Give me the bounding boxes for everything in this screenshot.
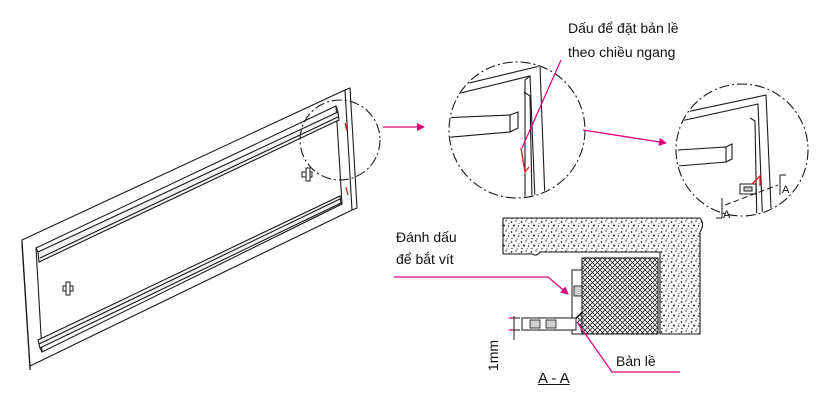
screw-note-line1: Đánh dấu (396, 229, 457, 245)
detail-view-3 (675, 83, 809, 219)
screw-mark-icon (62, 167, 313, 296)
leader-line-screw (394, 276, 569, 295)
hinge-marker-panel (344, 122, 349, 196)
screw-note-line2: để bắt vít (396, 251, 454, 267)
dimension-label: 1mm (485, 339, 502, 372)
section-mark-a2: A (723, 209, 731, 221)
detail-view-2 (448, 61, 586, 199)
hinge-label: Bản lề (616, 353, 656, 369)
panel-frame (21, 87, 358, 371)
top-rail (37, 111, 340, 263)
panel-thickness (344, 87, 358, 211)
leader-line-hinge (576, 321, 680, 373)
leader-line-hinge-note (521, 59, 562, 149)
hinge-note-line2: theo chiều ngang (568, 44, 676, 60)
detail-circle-1 (299, 99, 381, 181)
section-mark-a1: A (782, 184, 790, 196)
hinge-marker (520, 147, 530, 174)
section-title: A - A (538, 370, 570, 387)
hinge-note-line1: Dấu để đặt bản lề (568, 20, 679, 36)
hinge-icon (739, 174, 761, 195)
cabinet-body (502, 217, 704, 335)
door-section (581, 257, 659, 335)
section-view (502, 217, 704, 340)
arrow-icon (582, 129, 667, 146)
